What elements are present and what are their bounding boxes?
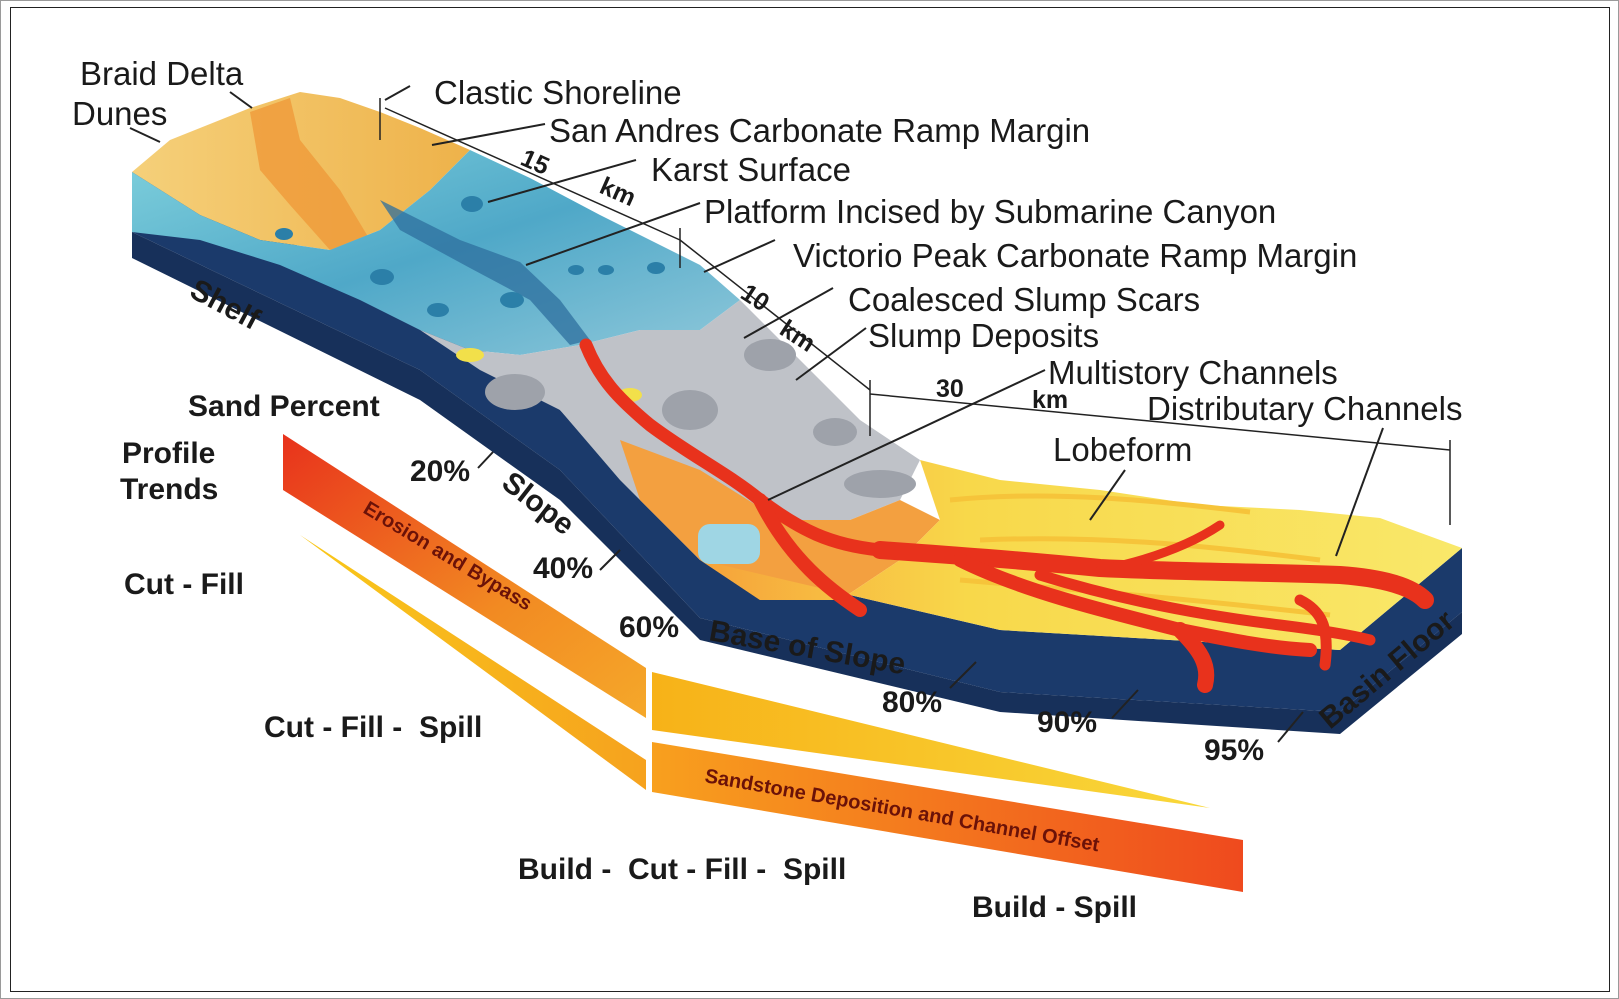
- band-erosion-bypass: [283, 434, 646, 718]
- clastic-shoreline-label: Clastic Shoreline: [434, 74, 682, 111]
- distance-3-unit: km: [1032, 386, 1068, 414]
- slump-blobs: [485, 339, 916, 498]
- multistory-channels-label: Multistory Channels: [1048, 354, 1338, 391]
- distance-3-value: 30: [936, 375, 964, 403]
- sand-percent-80: 80%: [882, 686, 942, 719]
- sand-percent-20: 20%: [410, 455, 470, 488]
- basin-floor-surface: [700, 460, 1462, 650]
- sand-percent-title: Sand Percent: [188, 390, 380, 423]
- distance-1-unit: km: [596, 172, 640, 212]
- trend-build-spill: Build - Spill: [972, 891, 1137, 924]
- distributary-channels-label: Distributary Channels: [1147, 390, 1462, 427]
- slump-deposits-label: Slump Deposits: [868, 317, 1099, 354]
- sand-percent-90: 90%: [1037, 706, 1097, 739]
- karst-surface-label: Karst Surface: [651, 151, 851, 188]
- lobeform-label: Lobeform: [1053, 431, 1192, 468]
- san-andres-label: San Andres Carbonate Ramp Margin: [549, 112, 1090, 149]
- dunes-label: Dunes: [72, 95, 167, 132]
- slope-surface: [420, 300, 920, 560]
- profile-title-line2: Trends: [120, 473, 218, 506]
- profile-title-line1: Profile: [122, 437, 215, 470]
- band-cut-fill-spill: [300, 535, 646, 790]
- braid-delta-label: Braid Delta: [80, 55, 244, 92]
- channel-system: [579, 338, 1434, 693]
- trend-cut-fill: Cut - Fill: [124, 568, 244, 601]
- karst-holes: [275, 196, 665, 317]
- carbonate-shelf-surface: [132, 150, 740, 355]
- band-sandstone-deposition: [652, 742, 1243, 892]
- trend-build-cut-fill-spill: Build - Cut - Fill - Spill: [518, 853, 846, 886]
- trend-cut-fill-spill: Cut - Fill - Spill: [264, 711, 482, 744]
- coalesced-slump-label: Coalesced Slump Scars: [848, 281, 1200, 318]
- platform-incised-label: Platform Incised by Submarine Canyon: [704, 193, 1276, 230]
- braid-delta-fan: [250, 98, 370, 250]
- leader-lines: [129, 85, 1384, 743]
- band-orange-right: [652, 672, 1210, 808]
- sand-percent-60: 60%: [619, 611, 679, 644]
- sand-percent-95: 95%: [1204, 734, 1264, 767]
- incised-canyon: [380, 200, 590, 345]
- dimension-lines: [379, 98, 1451, 525]
- pond-blue: [698, 524, 760, 564]
- victorio-peak-label: Victorio Peak Carbonate Ramp Margin: [793, 237, 1357, 274]
- sand-percent-40: 40%: [533, 552, 593, 585]
